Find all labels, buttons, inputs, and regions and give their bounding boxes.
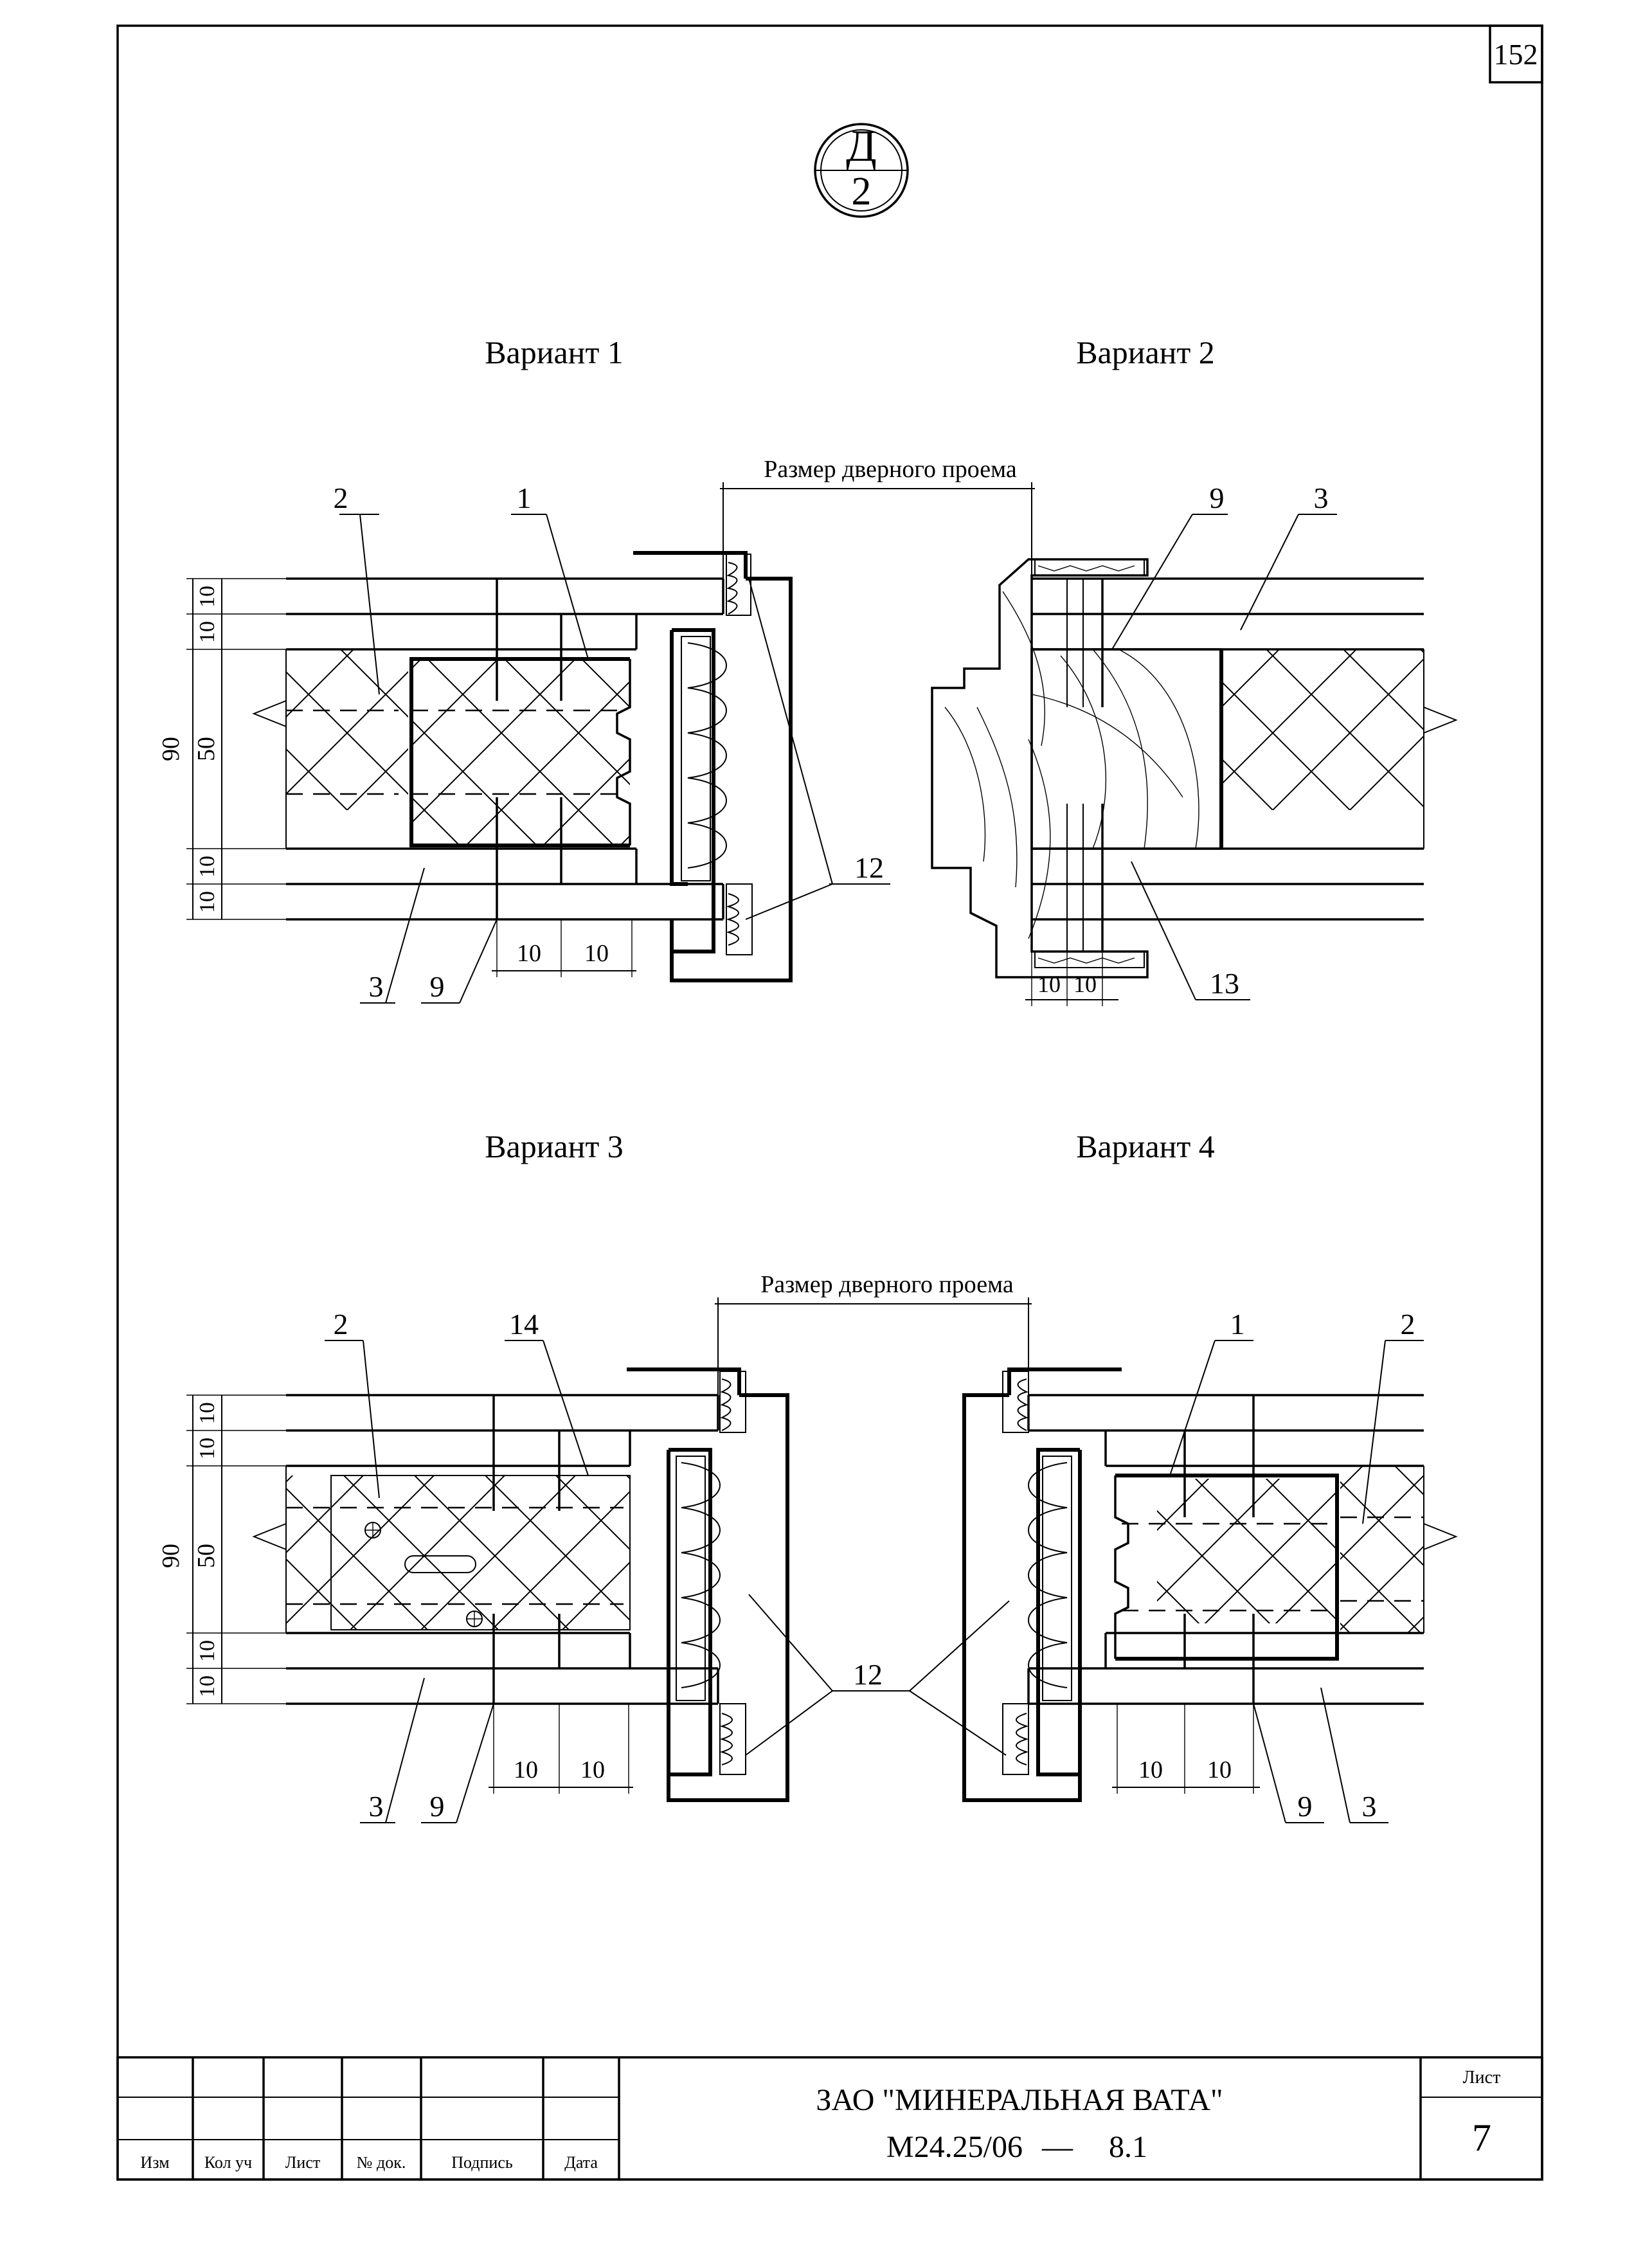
col-date: Дата (564, 2153, 598, 2172)
col-kol-uch: Кол уч (204, 2153, 252, 2172)
v3-dim-bot-b: 10 (195, 1675, 219, 1697)
v1-label-2: 2 (334, 482, 348, 514)
v3-dim-top-b: 10 (195, 1438, 219, 1459)
v3-label-14: 14 (509, 1308, 539, 1340)
v3-dim-thick: 90 (157, 1544, 184, 1568)
sheet-value: 7 (1472, 2116, 1491, 2159)
v1-dim-step-b: 10 (584, 940, 609, 967)
variant-2-title: Вариант 2 (1076, 334, 1215, 370)
v3-label-9: 9 (430, 1790, 445, 1823)
v2-label-9: 9 (1210, 482, 1225, 514)
opening-label-top: Размер дверного проема (764, 456, 1017, 483)
opening-dimension-top: Размер дверного проема (720, 456, 1035, 579)
v4-dim-step-a: 10 (1138, 1756, 1163, 1783)
v2-label-3: 3 (1314, 482, 1329, 514)
doc-section: 8.1 (1109, 2130, 1147, 2164)
v1-dim-bot-b: 10 (195, 891, 219, 913)
sheet-frame (116, 24, 1543, 2181)
company-name: ЗАО "МИНЕРАЛЬНАЯ ВАТА" (816, 2083, 1223, 2117)
col-doc-no: № док. (357, 2153, 406, 2172)
variant-4-drawing: 10 10 1 2 9 3 (909, 1308, 1458, 1823)
v3-dim-core: 50 (193, 1544, 220, 1568)
v1-label-12: 12 (854, 851, 884, 884)
v3-dim-top-a: 10 (195, 1402, 219, 1424)
variant-3-drawing: 90 50 10 10 10 10 10 10 2 14 12 3 9 (157, 1308, 910, 1823)
v4-label-9: 9 (1298, 1790, 1313, 1823)
variant-2-drawing: 10 10 9 3 13 (931, 482, 1458, 1006)
col-signature: Подпись (451, 2153, 513, 2172)
v1-dim-top-a: 10 (195, 586, 219, 608)
v1-label-3: 3 (369, 970, 384, 1003)
v3-label-12: 12 (853, 1658, 883, 1691)
sheet-label: Лист (1463, 2068, 1501, 2088)
variant-1-drawing: 90 50 10 10 10 10 10 10 2 1 12 3 9 (157, 482, 890, 1004)
variant-1-title: Вариант 1 (485, 334, 624, 370)
v4-label-2: 2 (1401, 1308, 1415, 1340)
v2-label-13: 13 (1210, 967, 1239, 1000)
v4-label-3: 3 (1362, 1790, 1377, 1823)
variant-3-title: Вариант 3 (485, 1128, 624, 1164)
section-letter: Д (846, 122, 877, 171)
v1-dim-step-a: 10 (517, 940, 541, 967)
v1-dim-top-b: 10 (195, 621, 219, 643)
v1-dim-core: 50 (193, 737, 220, 761)
section-number: 2 (852, 170, 872, 213)
opening-dimension-bottom: Размер дверного проема (715, 1271, 1032, 1395)
v3-label-2: 2 (334, 1308, 348, 1340)
doc-dash: — (1041, 2130, 1073, 2164)
v2-dim-step-a: 10 (1037, 971, 1061, 997)
opening-label-bottom: Размер дверного проема (760, 1271, 1014, 1298)
v4-label-1: 1 (1230, 1308, 1245, 1340)
v3-label-3: 3 (369, 1790, 384, 1823)
sheet-number: 152 (1494, 38, 1538, 71)
v1-label-1: 1 (517, 482, 532, 514)
v3-dim-step-b: 10 (580, 1756, 605, 1783)
title-block: Изм Кол уч Лист № док. Подпись Дата ЗАО … (116, 2056, 1543, 2181)
v1-dim-bot-a: 10 (195, 856, 219, 878)
section-mark: Д 2 (814, 122, 909, 218)
v3-dim-step-a: 10 (514, 1756, 538, 1783)
v2-dim-step-b: 10 (1073, 971, 1097, 997)
col-izm: Изм (140, 2153, 169, 2172)
v1-label-9: 9 (430, 970, 445, 1003)
v3-dim-bot-a: 10 (195, 1640, 219, 1662)
col-list: Лист (285, 2153, 320, 2172)
v1-dim-thick: 90 (157, 737, 184, 761)
doc-code: М24.25/06 (886, 2130, 1023, 2164)
v4-dim-step-b: 10 (1207, 1756, 1232, 1783)
variant-4-title: Вариант 4 (1076, 1128, 1215, 1164)
